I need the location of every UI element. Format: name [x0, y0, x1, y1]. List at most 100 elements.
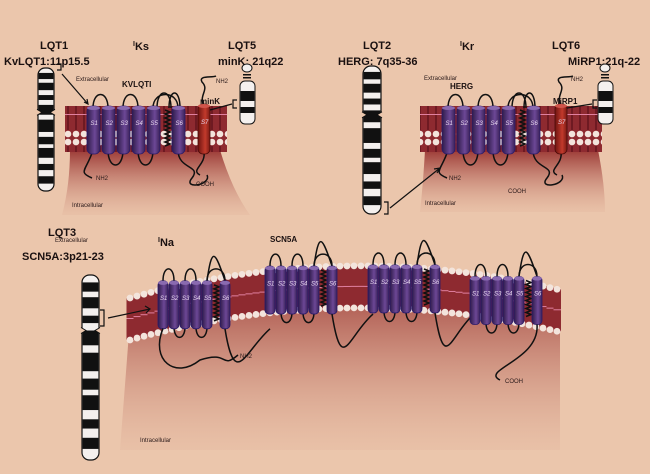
chromosome-band — [363, 83, 381, 93]
helix-body — [389, 264, 401, 314]
intracellular-loop — [195, 326, 208, 339]
pore-loop — [523, 92, 536, 109]
lipid-head — [133, 292, 141, 300]
helix-cap — [379, 264, 389, 269]
helix-cap — [457, 106, 470, 110]
lipid-midline — [322, 286, 330, 288]
extracellular-loop — [474, 263, 487, 277]
intracellular-loop — [302, 312, 315, 324]
helix-body — [197, 103, 211, 155]
chromosome-band — [363, 196, 381, 206]
transmembrane-helix: S2 — [480, 276, 492, 325]
chromosomes — [36, 63, 614, 461]
chromosome-body — [597, 80, 614, 125]
transmembrane-helix: S5 — [308, 265, 320, 315]
intracellular-loop — [485, 322, 498, 334]
lipid-head — [343, 304, 351, 312]
chromosome-satellite — [241, 63, 253, 73]
transmembrane-helix: S1 — [441, 105, 456, 155]
chromosome-band — [363, 128, 381, 143]
lipid-head — [448, 309, 456, 317]
chromosome-band — [82, 395, 99, 411]
helix-cap — [169, 280, 179, 285]
herg-locus-label: HERG: 7q35-36 — [338, 56, 417, 68]
lipid-midline — [462, 292, 470, 294]
segment-label: S4 — [300, 281, 308, 287]
segment-label: S4 — [193, 296, 201, 302]
helix-body — [486, 105, 501, 155]
transmembrane-helix: S2 — [378, 264, 390, 314]
lipid-midline — [350, 285, 358, 287]
lipid-head — [455, 268, 463, 276]
mirp1-nh2-label: NH2 — [571, 77, 584, 83]
lipid-head — [343, 262, 351, 270]
chromosome-band — [82, 282, 99, 292]
ina-current-label: INa — [158, 237, 175, 249]
transmembrane-helix: S6 — [531, 276, 543, 325]
helix-body — [171, 105, 186, 155]
helix-cap — [555, 104, 567, 108]
transmembrane-helix: S1 — [264, 265, 276, 315]
segment-label: S6 — [534, 292, 542, 298]
lqt5-label: LQT5 — [228, 40, 256, 52]
chromosome-band — [38, 95, 54, 100]
helix-body — [146, 105, 161, 155]
lipid-head — [252, 311, 260, 318]
centromere — [80, 327, 101, 334]
helix-cap — [442, 106, 455, 110]
scn5a-channel-label: SCN5A — [270, 235, 297, 244]
helix-cap — [401, 264, 411, 269]
chromosome-band — [38, 72, 54, 80]
transmembrane-helix: S4 — [486, 105, 501, 155]
chromosome-11 — [36, 67, 56, 192]
transmembrane-helix: S5 — [513, 276, 525, 325]
mink-locus-label: minK: 21q22 — [218, 56, 283, 68]
s7-helix: S7 — [197, 103, 211, 155]
helix-body — [131, 105, 146, 155]
chromosome-band — [82, 437, 99, 449]
helix-cap — [472, 106, 485, 110]
segment-label: S5 — [311, 281, 319, 287]
extracellular-loop — [269, 253, 282, 267]
transmembrane-helix: S6 — [326, 265, 338, 315]
chromosome-band — [363, 71, 381, 80]
transmembrane-helix: S1 — [469, 276, 481, 325]
helix-body — [219, 280, 231, 330]
segment-label: S6 — [329, 281, 337, 287]
helix-body — [286, 265, 298, 315]
helix-cap — [492, 276, 502, 281]
locus-arrow — [209, 103, 233, 111]
intracellular-loop — [383, 310, 396, 323]
chromosome-7 — [361, 65, 383, 215]
lipid-head — [350, 304, 358, 312]
lipid-head — [126, 294, 134, 302]
chromosome-band — [38, 119, 54, 132]
intracellular-label: Intracellular — [140, 438, 171, 444]
segment-label: S4 — [505, 292, 513, 298]
helix-cap — [191, 280, 201, 285]
helix-body — [502, 276, 514, 325]
lipid-head — [336, 262, 344, 270]
lipid-head — [476, 271, 484, 278]
mirp1-locus-label: MiRP1:21q-22 — [568, 56, 640, 68]
helix-cap — [298, 266, 308, 271]
lipid-head — [231, 271, 239, 279]
intracellular-loop — [405, 310, 418, 323]
transmembrane-helix: S4 — [131, 105, 146, 155]
helix-body — [554, 103, 568, 155]
helix-cap — [309, 266, 319, 271]
interdomain-linker — [434, 312, 476, 347]
segment-label: S3 — [494, 292, 502, 298]
centromere — [361, 111, 383, 119]
lipid-head — [462, 311, 470, 319]
lipid-head — [553, 285, 561, 293]
lipid-head — [448, 267, 456, 275]
helix-body — [441, 105, 456, 155]
helix-body — [491, 276, 503, 325]
helix-body — [326, 265, 338, 315]
lipid-head — [336, 304, 344, 312]
helix-cap — [532, 276, 542, 281]
helix-cap — [158, 280, 168, 285]
extracellular-label: Extracellular — [76, 77, 109, 83]
